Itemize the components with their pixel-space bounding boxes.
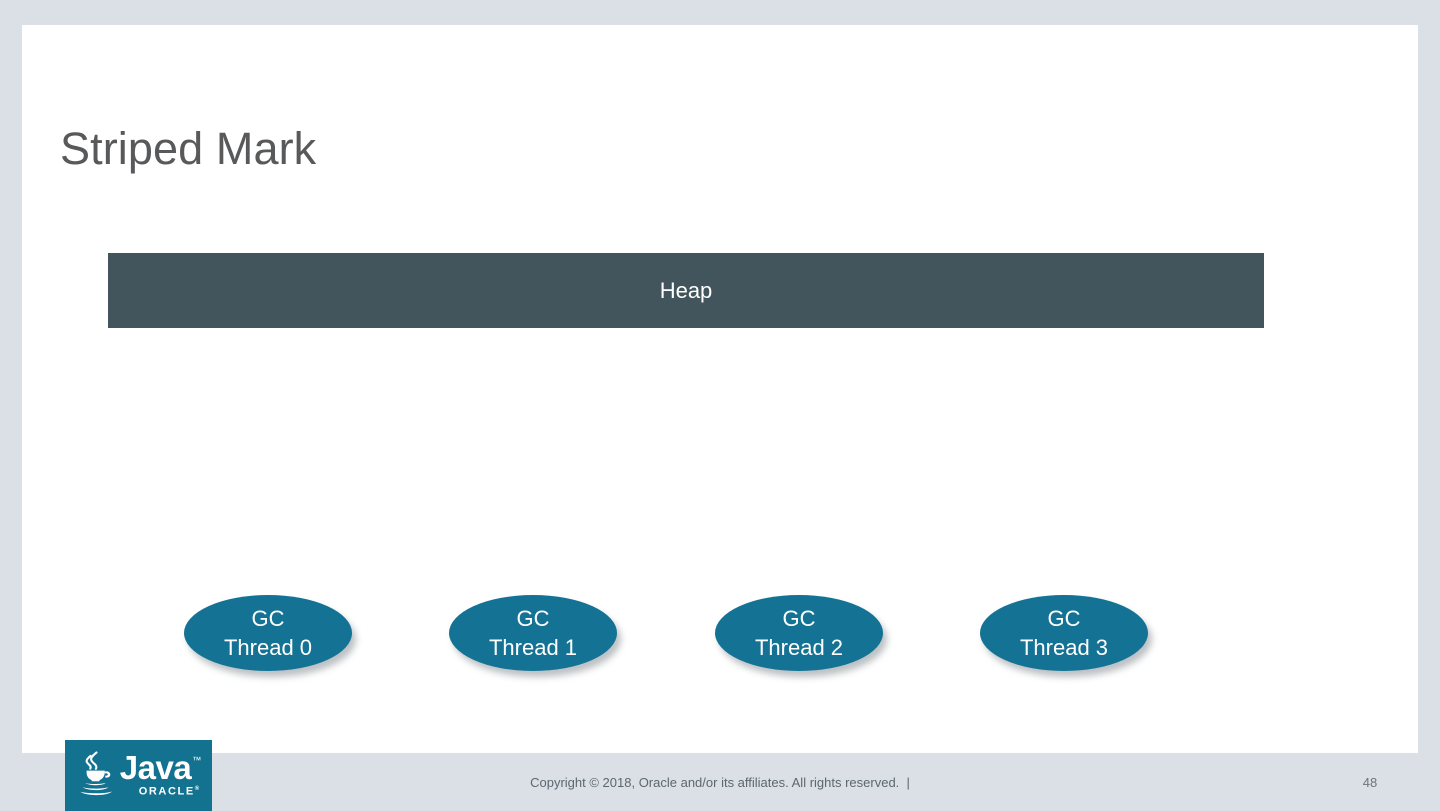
gc-thread-0-line2: Thread 0 (223, 635, 313, 660)
oracle-text: ORACLE® (139, 786, 199, 798)
gc-thread-1: GC Thread 1 (449, 595, 617, 671)
java-oracle-logo: Java ™ ORACLE® (65, 740, 212, 811)
gc-thread-3: GC Thread 3 (980, 595, 1148, 671)
java-brand-text: Java (119, 749, 192, 787)
gc-thread-2-line2: Thread 2 (754, 635, 844, 660)
oracle-label: ORACLE (138, 785, 195, 798)
page-number: 48 (1362, 775, 1378, 790)
gc-thread-1-line2: Thread 1 (488, 635, 578, 660)
gc-thread-2: GC Thread 2 (715, 595, 883, 671)
java-coffee-cup-icon (76, 749, 116, 802)
gc-thread-1-line1: GC (516, 605, 550, 631)
gc-thread-2-line1: GC (782, 605, 816, 631)
gc-thread-3-line2: Thread 3 (1019, 635, 1109, 660)
gc-thread-0-line1: GC (251, 605, 285, 631)
heap-bar: Heap (108, 253, 1264, 328)
trademark-symbol: ™ (192, 755, 202, 766)
java-wordmark: Java ™ ORACLE® (119, 749, 202, 798)
gc-thread-3-line1: GC (1047, 605, 1081, 631)
page-title: Striped Mark (60, 123, 317, 175)
heap-label: Heap (659, 277, 713, 303)
gc-thread-0: GC Thread 0 (184, 595, 352, 671)
footer-copyright: Copyright © 2018, Oracle and/or its affi… (530, 775, 910, 790)
registered-symbol: ® (194, 785, 200, 792)
